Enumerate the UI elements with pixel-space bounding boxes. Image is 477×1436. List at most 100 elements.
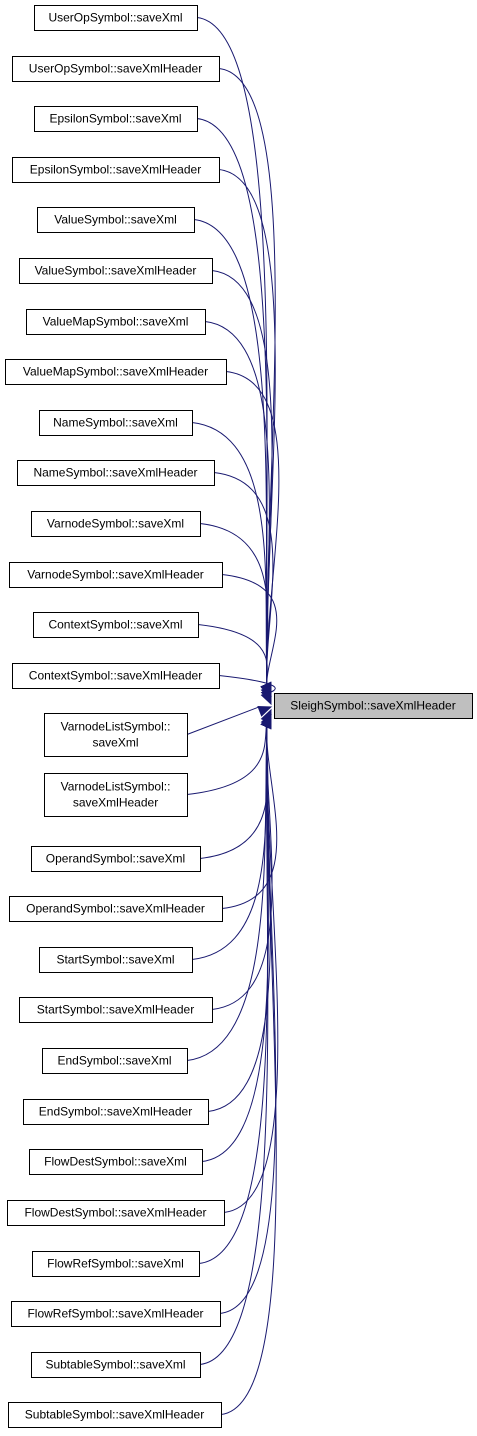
node-label: EpsilonSymbol::saveXmlHeader [30, 163, 201, 177]
arrowhead [257, 706, 273, 717]
caller-node[interactable]: UserOpSymbol::saveXml [34, 5, 198, 31]
caller-node[interactable]: ContextSymbol::saveXml [33, 612, 199, 638]
call-edge [193, 219, 272, 697]
node-label: ValueSymbol::saveXml [54, 213, 177, 227]
node-box [44, 773, 188, 817]
node-box [12, 56, 220, 82]
node-label: FlowDestSymbol::saveXml [44, 1155, 187, 1169]
node-label: FlowRefSymbol::saveXml [47, 1257, 184, 1271]
call-edge [211, 270, 273, 697]
node-label: SubtableSymbol::saveXmlHeader [25, 1408, 204, 1422]
node-label: ValueMapSymbol::saveXml [43, 315, 189, 329]
node-box [34, 106, 198, 132]
node-box [23, 1099, 209, 1125]
caller-node[interactable]: StartSymbol::saveXml [39, 947, 193, 973]
node-label: NameSymbol::saveXmlHeader [33, 466, 197, 480]
call-edge [186, 706, 273, 735]
node-label: VarnodeListSymbol:: [61, 780, 171, 794]
node-box [37, 207, 195, 233]
caller-node[interactable]: UserOpSymbol::saveXmlHeader [12, 56, 220, 82]
call-edge [196, 118, 272, 697]
node-box [42, 1048, 188, 1074]
graph-nodes: UserOpSymbol::saveXmlUserOpSymbol::saveX… [5, 5, 473, 1428]
call-edge [199, 714, 272, 1365]
caller-node[interactable]: FlowDestSymbol::saveXml [29, 1149, 203, 1175]
caller-node[interactable]: VarnodeListSymbol::saveXmlHeader [44, 773, 188, 817]
node-label: VarnodeListSymbol:: [61, 720, 171, 734]
node-box [12, 157, 220, 183]
call-edge [211, 714, 273, 1010]
caller-node[interactable]: ValueSymbol::saveXmlHeader [19, 258, 213, 284]
node-label: saveXml [92, 736, 138, 750]
node-label: OperandSymbol::saveXmlHeader [26, 902, 205, 916]
node-label: NameSymbol::saveXml [53, 416, 178, 430]
node-box [5, 359, 227, 385]
caller-node[interactable]: EndSymbol::saveXml [42, 1048, 188, 1074]
caller-node[interactable]: OperandSymbol::saveXml [31, 846, 201, 872]
caller-node[interactable]: ValueSymbol::saveXml [37, 207, 195, 233]
node-box [7, 1200, 225, 1226]
call-edge [218, 675, 276, 706]
arrowhead [260, 714, 272, 730]
call-edge [220, 714, 277, 1415]
caller-node[interactable]: FlowDestSymbol::saveXmlHeader [7, 1200, 225, 1226]
call-edges [186, 17, 280, 1415]
call-edge [201, 714, 272, 1162]
caller-node[interactable]: EpsilonSymbol::saveXmlHeader [12, 157, 220, 183]
node-box [9, 896, 223, 922]
caller-node[interactable]: VarnodeSymbol::saveXml [31, 511, 201, 537]
caller-node[interactable]: NameSymbol::saveXml [39, 410, 193, 436]
node-box [19, 258, 213, 284]
caller-node[interactable]: EpsilonSymbol::saveXml [34, 106, 198, 132]
call-edge [191, 714, 272, 960]
caller-node[interactable]: EndSymbol::saveXmlHeader [23, 1099, 209, 1125]
node-box [39, 947, 193, 973]
call-edge [186, 708, 272, 795]
node-label: ContextSymbol::saveXml [48, 618, 182, 632]
caller-node[interactable]: ValueMapSymbol::saveXml [26, 309, 206, 335]
node-box [33, 612, 199, 638]
node-box [39, 410, 193, 436]
caller-node[interactable]: StartSymbol::saveXmlHeader [19, 997, 213, 1023]
node-label: StartSymbol::saveXmlHeader [37, 1003, 194, 1017]
caller-node[interactable]: SubtableSymbol::saveXml [31, 1352, 201, 1378]
node-box [9, 562, 223, 588]
node-box [19, 997, 213, 1023]
node-label: ValueMapSymbol::saveXmlHeader [23, 365, 208, 379]
caller-node[interactable]: ContextSymbol::saveXmlHeader [12, 663, 220, 689]
node-box [11, 1301, 221, 1327]
node-label: UserOpSymbol::saveXml [48, 11, 182, 25]
node-label: ContextSymbol::saveXmlHeader [29, 669, 202, 683]
node-label: saveXmlHeader [73, 796, 158, 810]
caller-node[interactable]: OperandSymbol::saveXmlHeader [9, 896, 223, 922]
caller-node[interactable]: SubtableSymbol::saveXmlHeader [8, 1402, 222, 1428]
node-box [34, 5, 198, 31]
node-label: StartSymbol::saveXml [56, 953, 174, 967]
node-box [29, 1149, 203, 1175]
caller-node[interactable]: ValueMapSymbol::saveXmlHeader [5, 359, 227, 385]
node-label: SleighSymbol::saveXmlHeader [290, 699, 455, 713]
node-label: FlowRefSymbol::saveXmlHeader [27, 1307, 203, 1321]
caller-node[interactable]: VarnodeListSymbol::saveXml [44, 713, 188, 757]
node-box [8, 1402, 222, 1428]
node-label: SubtableSymbol::saveXml [45, 1358, 185, 1372]
node-box [31, 1352, 201, 1378]
node-label: FlowDestSymbol::saveXmlHeader [24, 1206, 206, 1220]
node-label: ValueSymbol::saveXmlHeader [35, 264, 197, 278]
node-label: UserOpSymbol::saveXmlHeader [29, 62, 202, 76]
call-edge [197, 624, 272, 703]
arrowhead [260, 690, 272, 706]
node-box [274, 693, 473, 719]
node-label: EndSymbol::saveXmlHeader [39, 1105, 192, 1119]
caller-node[interactable]: FlowRefSymbol::saveXmlHeader [11, 1301, 221, 1327]
node-label: EpsilonSymbol::saveXml [49, 112, 181, 126]
node-label: VarnodeSymbol::saveXml [47, 517, 184, 531]
caller-node[interactable]: FlowRefSymbol::saveXml [32, 1251, 200, 1277]
call-edge [196, 17, 272, 697]
caller-node[interactable]: NameSymbol::saveXmlHeader [17, 460, 215, 486]
node-box [12, 663, 220, 689]
target-node[interactable]: SleighSymbol::saveXmlHeader [274, 693, 473, 719]
caller-node[interactable]: VarnodeSymbol::saveXmlHeader [9, 562, 223, 588]
node-label: EndSymbol::saveXml [57, 1054, 171, 1068]
